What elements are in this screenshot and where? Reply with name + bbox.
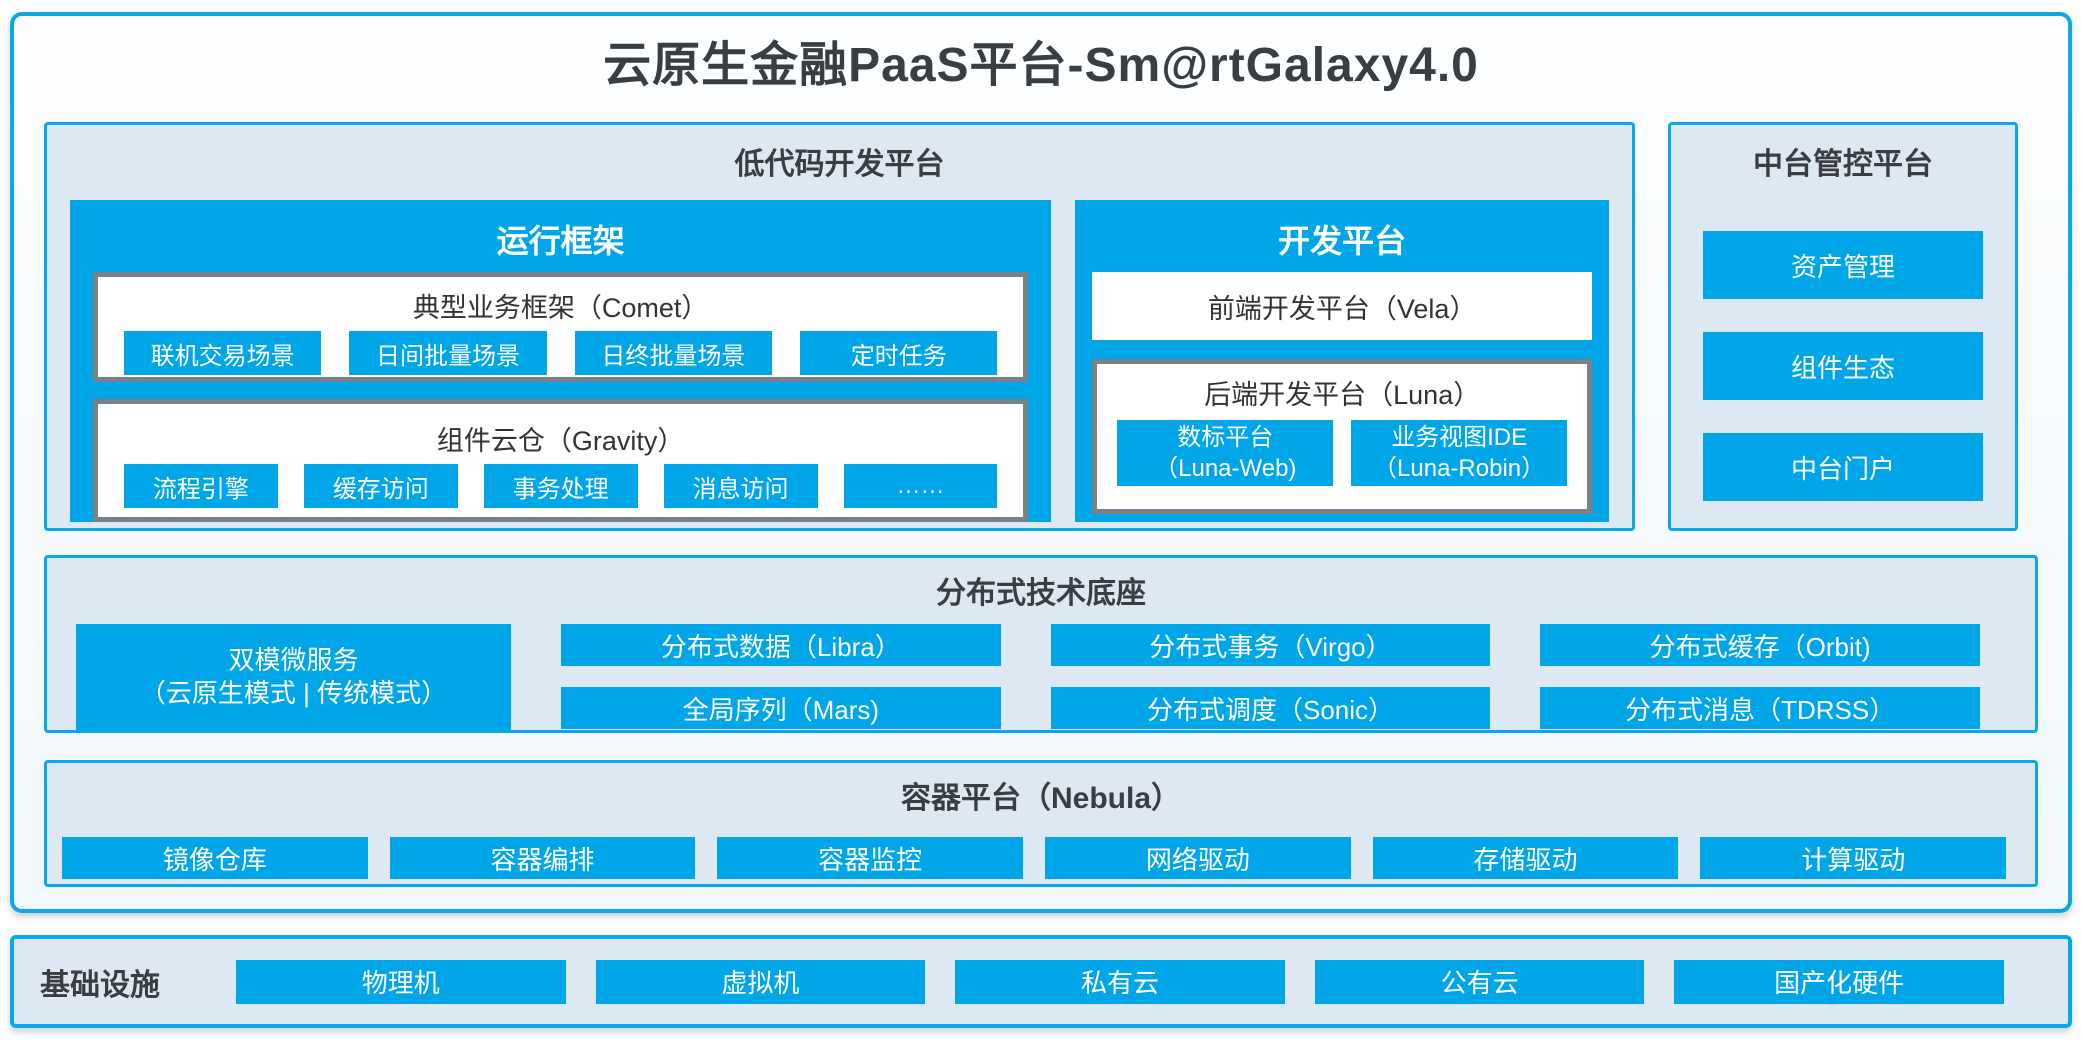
dist-chip-mars: 全局序列（Mars) xyxy=(561,687,1001,729)
luna-chip-robin-line2: （Luna-Robin） xyxy=(1373,455,1546,482)
dist-col-1: 分布式数据（Libra） 全局序列（Mars) xyxy=(561,624,1001,730)
mid-platform-chips: 资产管理 组件生态 中台门户 xyxy=(1671,231,2015,501)
gravity-chip-message-access: 消息访问 xyxy=(663,464,818,508)
dist-chip-orbit: 分布式缓存（Orbit) xyxy=(1540,624,1981,666)
comet-chips: 联机交易场景 日间批量场景 日终批量场景 定时任务 xyxy=(98,331,1023,387)
comet-chip-eod-batch: 日终批量场景 xyxy=(574,331,773,375)
gravity-chip-process-engine: 流程引擎 xyxy=(124,464,278,508)
nebula-chip-network-driver: 网络驱动 xyxy=(1045,837,1351,879)
infra-chip-private-cloud: 私有云 xyxy=(955,959,1285,1004)
infrastructure-title: 基础设施 xyxy=(40,968,160,1002)
panel-low-code: 低代码开发平台 运行框架 典型业务框架（Comet） 联机交易场景 日间批量场景… xyxy=(44,122,1635,531)
platform-diagram: 云原生金融PaaS平台-Sm@rtGalaxy4.0 低代码开发平台 运行框架 … xyxy=(10,12,2072,913)
luna-chip-web-line2: （Luna-Web) xyxy=(1154,455,1297,482)
mid-platform-title: 中台管控平台 xyxy=(1753,148,1933,181)
box-luna: 后端开发平台（Luna） 数标平台 （Luna-Web) 业务视图IDE （Lu… xyxy=(1092,359,1592,514)
nebula-chip-monitoring: 容器监控 xyxy=(717,837,1024,879)
luna-chips: 数标平台 （Luna-Web) 业务视图IDE （Luna-Robin） xyxy=(1097,418,1587,486)
dist-chip-sonic: 分布式调度（Sonic） xyxy=(1050,687,1491,729)
infra-chip-virtual-machine: 虚拟机 xyxy=(595,959,926,1004)
dev-platform-title: 开发平台 xyxy=(1278,223,1407,259)
comet-chip-online-trading: 联机交易场景 xyxy=(124,331,322,375)
gravity-chip-transaction: 事务处理 xyxy=(483,464,638,508)
dist-chip-tdrss: 分布式消息（TDRSS） xyxy=(1540,687,1981,729)
comet-chip-daytime-batch: 日间批量场景 xyxy=(349,331,547,375)
panel-container-platform: 容器平台（Nebula） 镜像仓库 容器编排 容器监控 网络驱动 存储驱动 计算… xyxy=(44,760,2038,887)
luna-title: 后端开发平台（Luna） xyxy=(1204,380,1481,410)
luna-chip-web: 数标平台 （Luna-Web) xyxy=(1117,420,1334,486)
nebula-chip-storage-driver: 存储驱动 xyxy=(1372,837,1679,879)
box-dev-platform: 开发平台 前端开发平台（Vela） 后端开发平台（Luna） 数标平台 （Lun… xyxy=(1075,200,1609,522)
mid-chip-component-ecosystem: 组件生态 xyxy=(1703,332,1983,400)
container-platform-title: 容器平台（Nebula） xyxy=(900,782,1182,815)
panel-mid-platform: 中台管控平台 资产管理 组件生态 中台门户 xyxy=(1668,122,2018,531)
box-comet: 典型业务框架（Comet） 联机交易场景 日间批量场景 日终批量场景 定时任务 xyxy=(93,272,1029,382)
mid-chip-portal: 中台门户 xyxy=(1703,433,1983,501)
low-code-body: 运行框架 典型业务框架（Comet） 联机交易场景 日间批量场景 日终批量场景 … xyxy=(47,191,1632,534)
dist-chip-dual-mode-microservice: 双模微服务 （云原生模式 | 传统模式） xyxy=(76,624,511,730)
gravity-chip-more: …… xyxy=(843,464,998,508)
page-title: 云原生金融PaaS平台-Sm@rtGalaxy4.0 xyxy=(603,39,1479,92)
dist-chip-virgo: 分布式事务（Virgo） xyxy=(1050,624,1491,666)
dist-chip-libra: 分布式数据（Libra） xyxy=(561,624,1001,666)
infrastructure-chips: 物理机 虚拟机 私有云 公有云 国产化硬件 xyxy=(236,959,2004,1004)
infra-chip-domestic-hardware: 国产化硬件 xyxy=(1674,959,2004,1004)
distributed-title: 分布式技术底座 xyxy=(936,577,1146,610)
luna-chip-robin-line1: 业务视图IDE xyxy=(1391,424,1528,451)
gravity-chips: 流程引擎 缓存访问 事务处理 消息访问 …… xyxy=(98,464,1023,520)
low-code-title: 低代码开发平台 xyxy=(734,148,945,181)
gravity-chip-cache-access: 缓存访问 xyxy=(303,464,458,508)
infra-chip-public-cloud: 公有云 xyxy=(1314,959,1645,1004)
box-runtime-framework: 运行框架 典型业务框架（Comet） 联机交易场景 日间批量场景 日终批量场景 … xyxy=(70,200,1052,522)
nebula-chip-image-registry: 镜像仓库 xyxy=(62,837,368,879)
container-platform-chips: 镜像仓库 容器编排 容器监控 网络驱动 存储驱动 计算驱动 xyxy=(47,837,2035,879)
luna-chip-robin: 业务视图IDE （Luna-Robin） xyxy=(1351,420,1568,486)
gravity-title: 组件云仓（Gravity） xyxy=(436,426,685,456)
dist-col-3: 分布式缓存（Orbit) 分布式消息（TDRSS） xyxy=(1540,624,1981,730)
panel-distributed: 分布式技术底座 双模微服务 （云原生模式 | 传统模式） 分布式数据（Libra… xyxy=(44,555,2038,733)
comet-title: 典型业务框架（Comet） xyxy=(412,293,709,323)
panel-infrastructure: 基础设施 物理机 虚拟机 私有云 公有云 国产化硬件 xyxy=(10,935,2072,1028)
box-vela: 前端开发平台（Vela） xyxy=(1092,272,1592,340)
luna-chip-web-line1: 数标平台 xyxy=(1177,424,1274,451)
box-gravity: 组件云仓（Gravity） 流程引擎 缓存访问 事务处理 消息访问 …… xyxy=(93,399,1029,522)
comet-chip-scheduled-task: 定时任务 xyxy=(800,331,998,375)
top-row: 低代码开发平台 运行框架 典型业务框架（Comet） 联机交易场景 日间批量场景… xyxy=(44,122,2038,531)
nebula-chip-orchestration: 容器编排 xyxy=(389,837,696,879)
nebula-chip-compute-driver: 计算驱动 xyxy=(1700,837,2007,879)
runtime-framework-title: 运行框架 xyxy=(496,223,625,259)
infra-chip-physical-machine: 物理机 xyxy=(236,959,566,1004)
dual-mode-line2: （云原生模式 | 传统模式） xyxy=(139,678,448,708)
dual-mode-line1: 双模微服务 xyxy=(228,645,359,675)
mid-chip-asset-management: 资产管理 xyxy=(1703,231,1983,299)
dist-col-2: 分布式事务（Virgo） 分布式调度（Sonic） xyxy=(1050,624,1491,730)
distributed-body: 双模微服务 （云原生模式 | 传统模式） 分布式数据（Libra） 全局序列（M… xyxy=(47,616,2035,730)
